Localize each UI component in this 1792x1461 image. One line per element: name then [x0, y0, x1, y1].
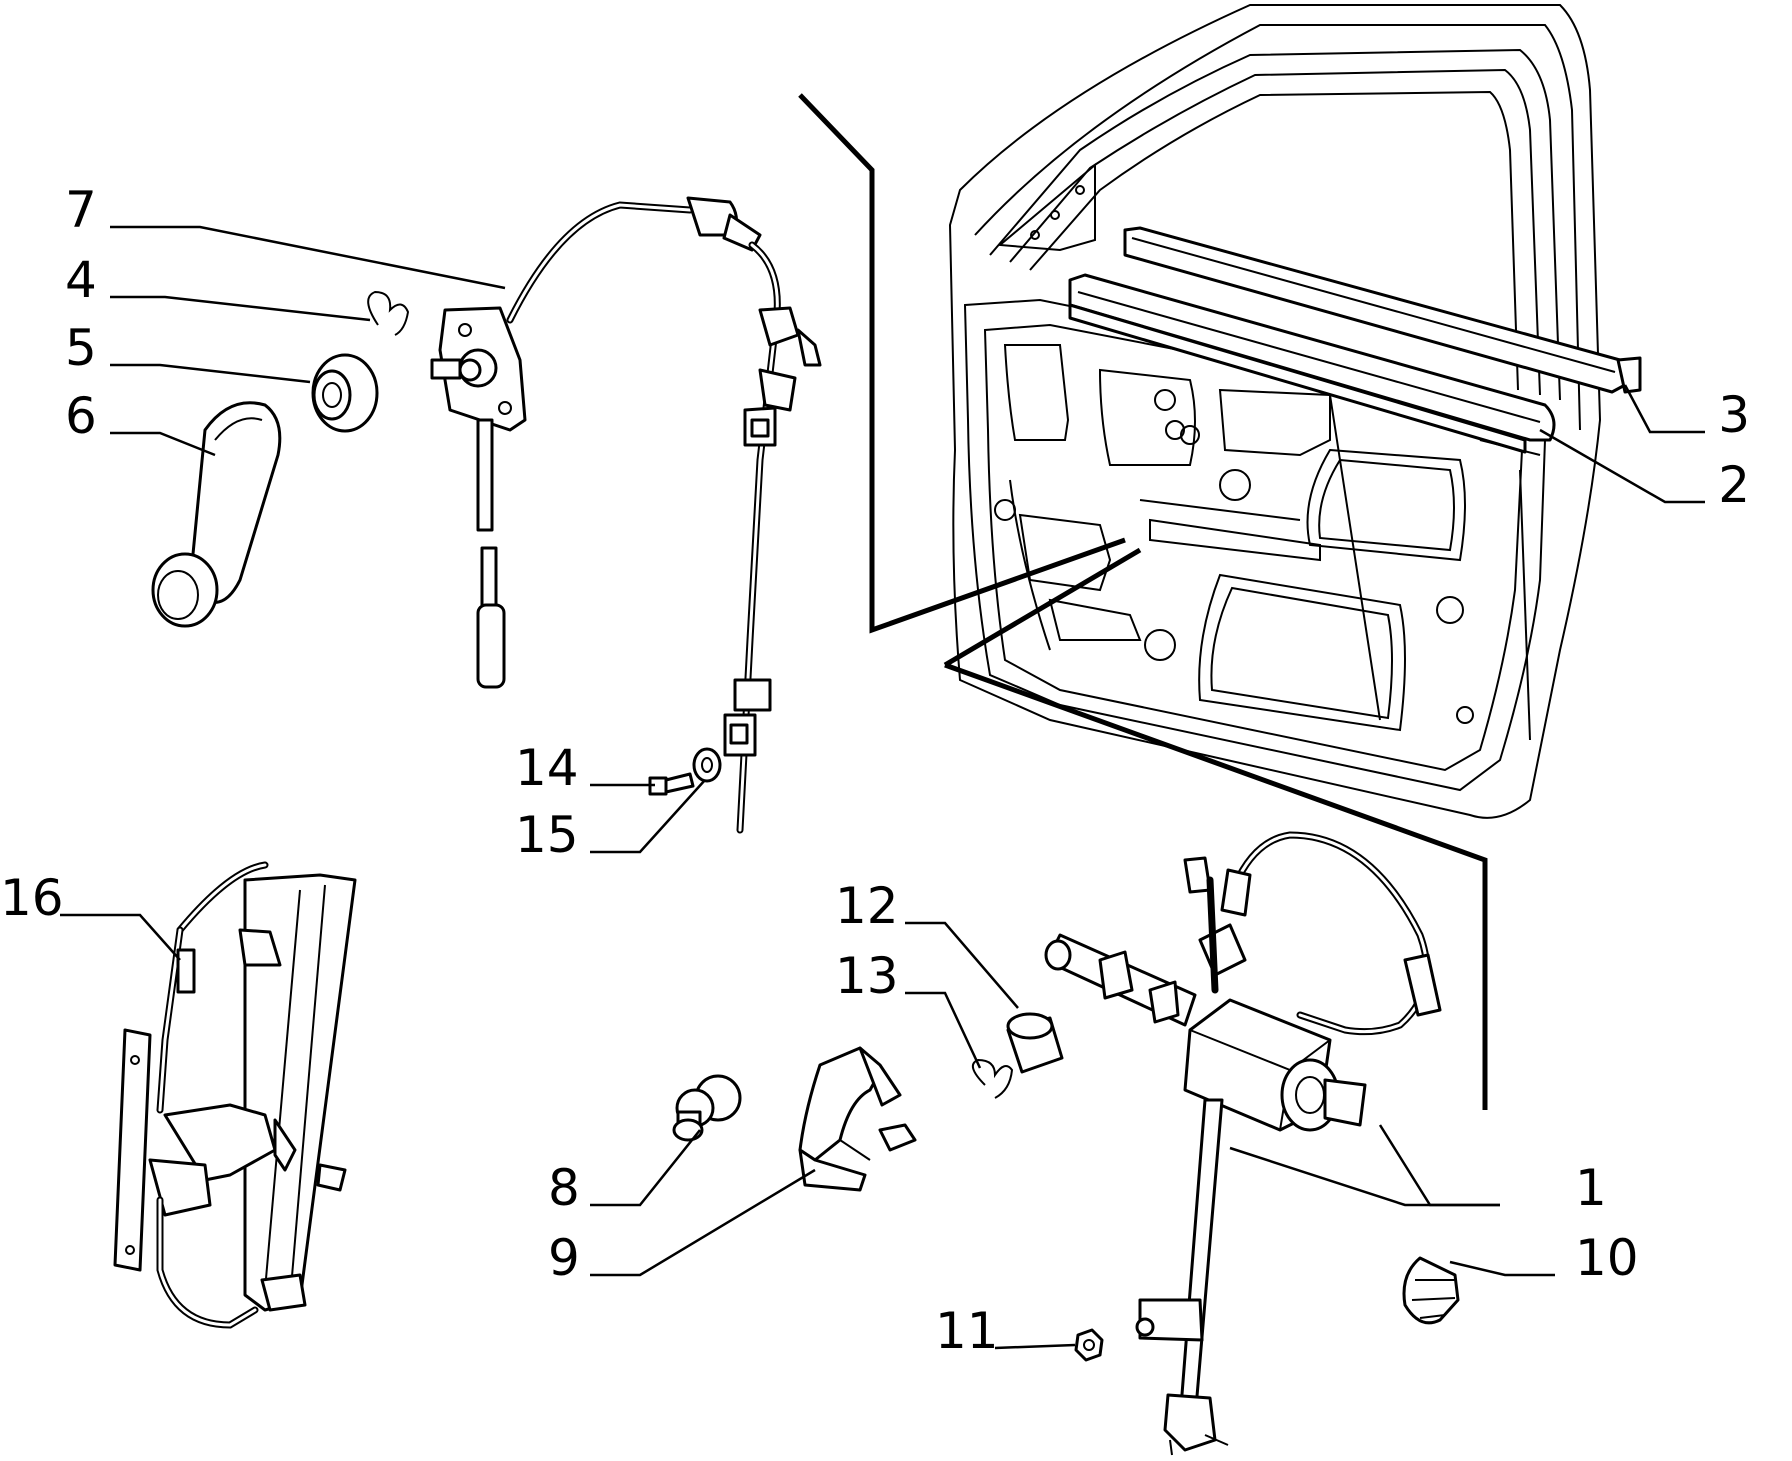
- electric-regulator-assembly: [1044, 831, 1442, 1456]
- plug-grommet: [672, 1074, 742, 1142]
- screw-and-washer: [648, 747, 722, 796]
- handle-bushing: [311, 353, 379, 433]
- callout-15: 15: [515, 806, 579, 864]
- callout-1: 1: [1575, 1159, 1607, 1217]
- hex-nut: [1074, 1328, 1104, 1362]
- callout-8: 8: [548, 1159, 580, 1217]
- door-grommet: [1402, 1256, 1460, 1325]
- spring-clip: [367, 290, 410, 336]
- callout-5: 5: [65, 319, 97, 377]
- callout-12: 12: [835, 877, 899, 935]
- callout-9: 9: [548, 1229, 580, 1287]
- callout-13: 13: [835, 947, 899, 1005]
- callout-2: 2: [1718, 456, 1750, 514]
- callout-labels: 7 4 5 6 3 2 14 15 16 12 13 1 8 9 10 11: [0, 181, 1750, 1360]
- detail-bracket: [798, 93, 1488, 1110]
- callout-11: 11: [935, 1302, 999, 1360]
- callout-10: 10: [1575, 1229, 1639, 1287]
- callout-4: 4: [65, 251, 97, 309]
- callout-14: 14: [515, 739, 579, 797]
- manual-regulator-cable: [430, 196, 822, 834]
- door-panel: [948, 4, 1602, 819]
- callout-3: 3: [1718, 386, 1750, 444]
- callout-16: 16: [0, 869, 64, 927]
- window-crank-handle: [151, 401, 282, 628]
- leader-lines: [60, 225, 1705, 1350]
- callout-6: 6: [65, 387, 97, 445]
- callout-7: 7: [65, 181, 97, 239]
- cable-clip: [971, 1058, 1014, 1099]
- window-seal-inner: [1068, 273, 1556, 454]
- cable-guide-bracket: [798, 1046, 917, 1192]
- cable-sleeve: [1006, 1012, 1064, 1074]
- regulator-frame-assembly: [113, 861, 357, 1329]
